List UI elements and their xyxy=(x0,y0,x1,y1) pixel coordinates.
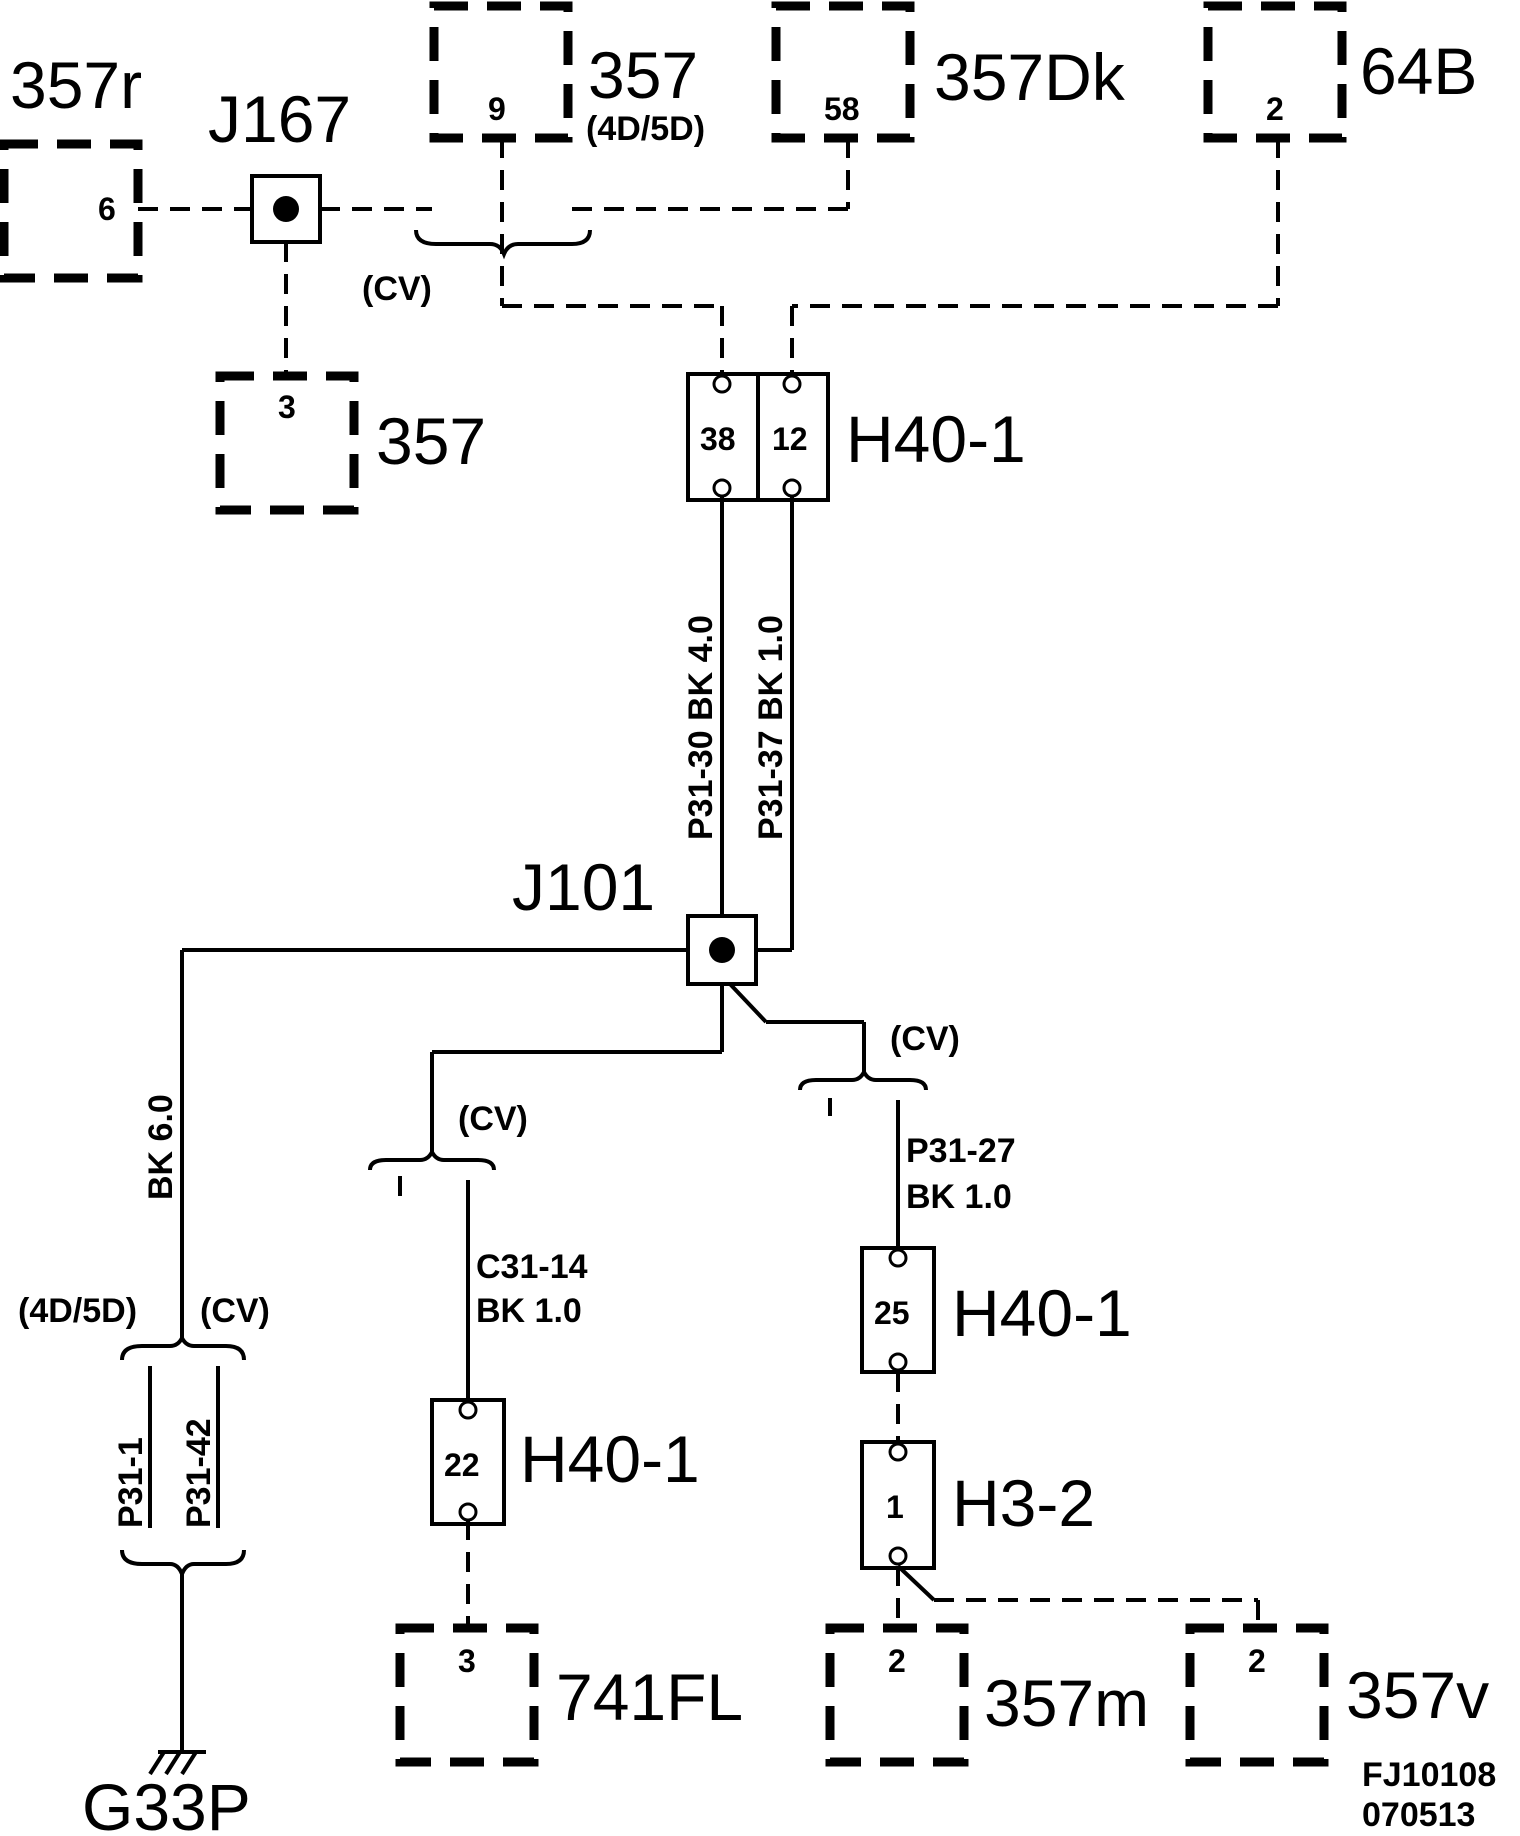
splice-j167: J167 xyxy=(208,82,351,244)
figure-footer: FJ10108 070513 xyxy=(1362,1756,1496,1834)
splice-j101: J101 xyxy=(512,850,758,986)
connector-h40-1-top-label: H40-1 xyxy=(846,402,1026,476)
figure-id: FJ10108 xyxy=(1362,1756,1496,1794)
wire-p31-37-label: P31-37 BK 1.0 xyxy=(752,615,790,840)
variant-cv-top: (CV) xyxy=(362,270,432,308)
connector-h3-2-pin-number: 1 xyxy=(886,1489,904,1525)
component-357-top: 9 357 (4D/5D) xyxy=(429,1,705,148)
ground-g33p-label: G33P xyxy=(82,1770,251,1836)
figure-date-code: 070513 xyxy=(1362,1796,1475,1834)
connector-h3-2-label: H3-2 xyxy=(952,1466,1095,1540)
main-solid-wiring: P31-30 BK 4.0 P31-37 BK 1.0 xyxy=(682,496,794,952)
ground-branch: BK 6.0 (4D/5D) (CV) P31-1 P31-42 xyxy=(18,948,688,1752)
component-357m: 2 357m xyxy=(825,1623,1149,1767)
variant-cv-middle: (CV) xyxy=(458,1100,528,1138)
connector-h40-1-top-pin-38: 38 xyxy=(700,421,736,457)
branch-c31-14: (CV) C31-14 BK 1.0 xyxy=(368,984,724,1402)
variant-cv-left: (CV) xyxy=(200,1292,270,1330)
splice-j167-label: J167 xyxy=(208,82,351,156)
component-741fl-label: 741FL xyxy=(556,1660,743,1734)
upper-dashed-wiring: (CV) xyxy=(138,138,1280,376)
component-741fl: 3 741FL xyxy=(395,1623,743,1767)
connector-h40-1-pin-25-label: H40-1 xyxy=(952,1276,1132,1350)
component-357-lower: 3 357 xyxy=(215,371,486,515)
splice-j101-label: J101 xyxy=(512,850,655,924)
component-357r-pin: 6 xyxy=(98,191,116,227)
branch-p31-27: (CV) P31-27 BK 1.0 xyxy=(728,982,1016,1252)
wire-c31-14-spec: BK 1.0 xyxy=(476,1292,582,1330)
ground-g33p: G33P xyxy=(82,1750,251,1836)
wire-c31-14-id: C31-14 xyxy=(476,1248,588,1286)
wire-p31-30-label: P31-30 BK 4.0 xyxy=(682,615,720,840)
component-357v-label: 357v xyxy=(1346,1658,1489,1732)
component-741fl-pin: 3 xyxy=(458,1643,476,1679)
connector-h40-1-pin-25-number: 25 xyxy=(874,1295,910,1331)
component-357dk: 58 357Dk xyxy=(771,1,1126,143)
connector-h40-1-pin-22: 22 H40-1 xyxy=(430,1398,700,1628)
variant-cv-right: (CV) xyxy=(890,1020,960,1058)
component-357m-label: 357m xyxy=(984,1666,1149,1740)
component-357-lower-pin: 3 xyxy=(278,389,296,425)
component-64b-pin: 2 xyxy=(1266,91,1284,127)
connector-h40-1-pin-25: 25 H40-1 xyxy=(860,1246,1132,1442)
wire-p31-42-label: P31-42 xyxy=(180,1418,218,1528)
component-357-top-pin: 9 xyxy=(488,91,506,127)
component-357dk-label: 357Dk xyxy=(934,40,1126,114)
component-64b-label: 64B xyxy=(1360,34,1477,108)
connector-h40-1-top: 38 12 H40-1 xyxy=(686,372,1026,502)
component-357r-label: 357r xyxy=(10,48,142,122)
connector-h3-2: 1 H3-2 xyxy=(860,1440,1095,1570)
component-357dk-pin: 58 xyxy=(824,91,860,127)
wire-p31-27-id: P31-27 xyxy=(906,1132,1016,1170)
connector-h40-1-pin-22-number: 22 xyxy=(444,1447,480,1483)
component-357v: 2 357v xyxy=(1185,1623,1489,1767)
wire-p31-1-label: P31-1 xyxy=(112,1437,150,1528)
connector-h40-1-pin-22-label: H40-1 xyxy=(520,1422,700,1496)
component-357m-pin: 2 xyxy=(888,1643,906,1679)
component-357v-pin: 2 xyxy=(1248,1643,1266,1679)
component-357r: 357r 6 xyxy=(0,48,143,283)
lower-dashed-wiring xyxy=(896,1564,1260,1628)
variant-4d5d-left: (4D/5D) xyxy=(18,1292,137,1330)
connector-h40-1-top-pin-12: 12 xyxy=(772,421,808,457)
component-64b: 2 64B xyxy=(1203,1,1477,143)
wire-p31-27-spec: BK 1.0 xyxy=(906,1178,1012,1216)
wire-bk60-label: BK 6.0 xyxy=(142,1094,180,1200)
component-357-top-label: 357 xyxy=(588,38,698,112)
component-357-top-variant: (4D/5D) xyxy=(586,110,705,148)
component-357-lower-label: 357 xyxy=(376,404,486,478)
